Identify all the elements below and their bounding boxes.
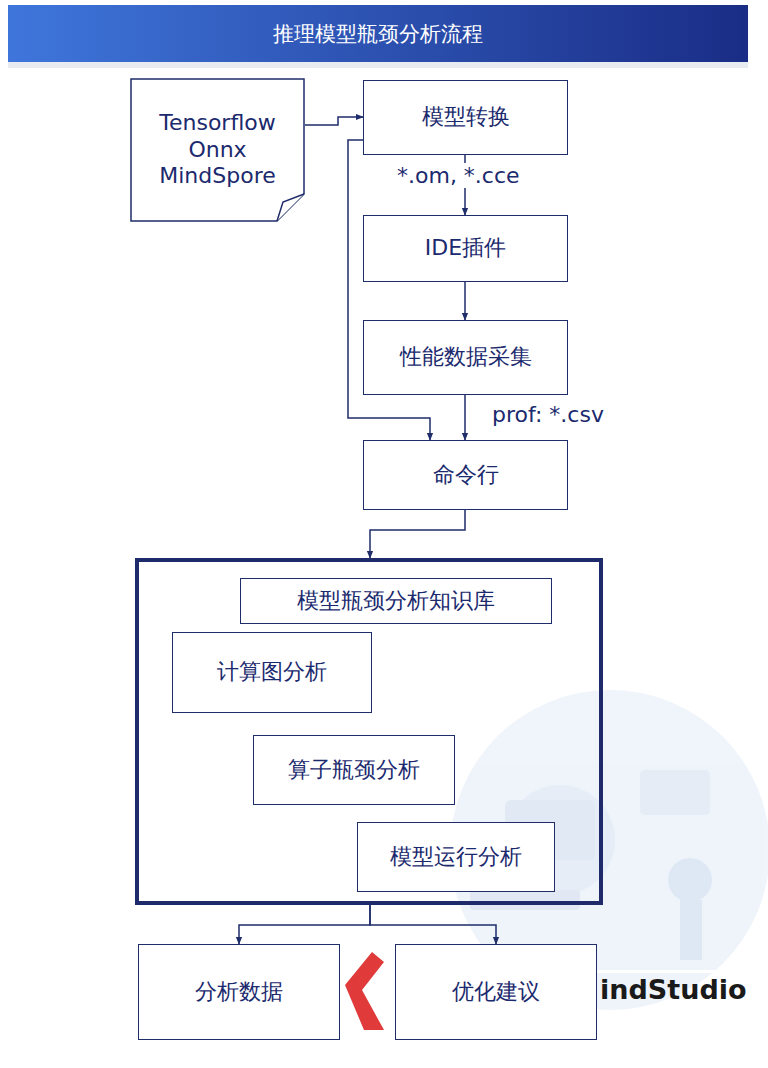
process-box: 优化建议	[395, 944, 597, 1040]
process-box: 模型运行分析	[357, 822, 555, 892]
group-frame: 模型瓶颈分析知识库计算图分析算子瓶颈分析模型运行分析	[135, 558, 603, 905]
document-shape: Tensorflow Onnx MindSpore	[130, 78, 305, 222]
brand-logo	[345, 952, 384, 1030]
flow-arrow	[305, 117, 363, 125]
document-border	[131, 79, 304, 221]
edge-label: prof: *.csv	[490, 402, 606, 427]
process-box: 模型瓶颈分析知识库	[240, 578, 552, 624]
process-box: 计算图分析	[172, 632, 372, 713]
node-label: 命令行	[433, 462, 499, 488]
process-box: 分析数据	[138, 944, 340, 1040]
flow-arrow	[370, 510, 465, 558]
process-box: 命令行	[363, 440, 568, 510]
node-label: Tensorflow Onnx MindSpore	[155, 110, 280, 189]
node-label: 计算图分析	[217, 659, 327, 685]
node-label: 优化建议	[452, 979, 540, 1005]
flow-arrow	[239, 905, 370, 944]
flow-arrow	[464, 282, 466, 320]
title-bar	[8, 5, 748, 62]
flow-arrow	[464, 395, 466, 440]
process-box: 性能数据采集	[363, 320, 568, 395]
document-fold	[277, 194, 304, 221]
edge-label: *.om, *.cce	[395, 163, 522, 188]
node-label: 算子瓶颈分析	[288, 757, 420, 783]
node-label: 性能数据采集	[400, 344, 532, 370]
node-label: 模型转换	[422, 104, 510, 130]
watermark-logo-text: indStudio	[600, 974, 747, 1005]
title-shadow	[8, 62, 748, 68]
flow-arrow	[370, 905, 496, 944]
process-box: IDE插件	[363, 215, 568, 282]
process-box: 模型转换	[363, 80, 568, 155]
node-label: 分析数据	[195, 979, 283, 1005]
node-label: IDE插件	[425, 235, 506, 261]
node-label: 模型瓶颈分析知识库	[297, 588, 495, 614]
process-box: 算子瓶颈分析	[253, 735, 455, 805]
node-label: 模型运行分析	[390, 844, 522, 870]
title-text: 推理模型瓶颈分析流程	[8, 5, 748, 62]
